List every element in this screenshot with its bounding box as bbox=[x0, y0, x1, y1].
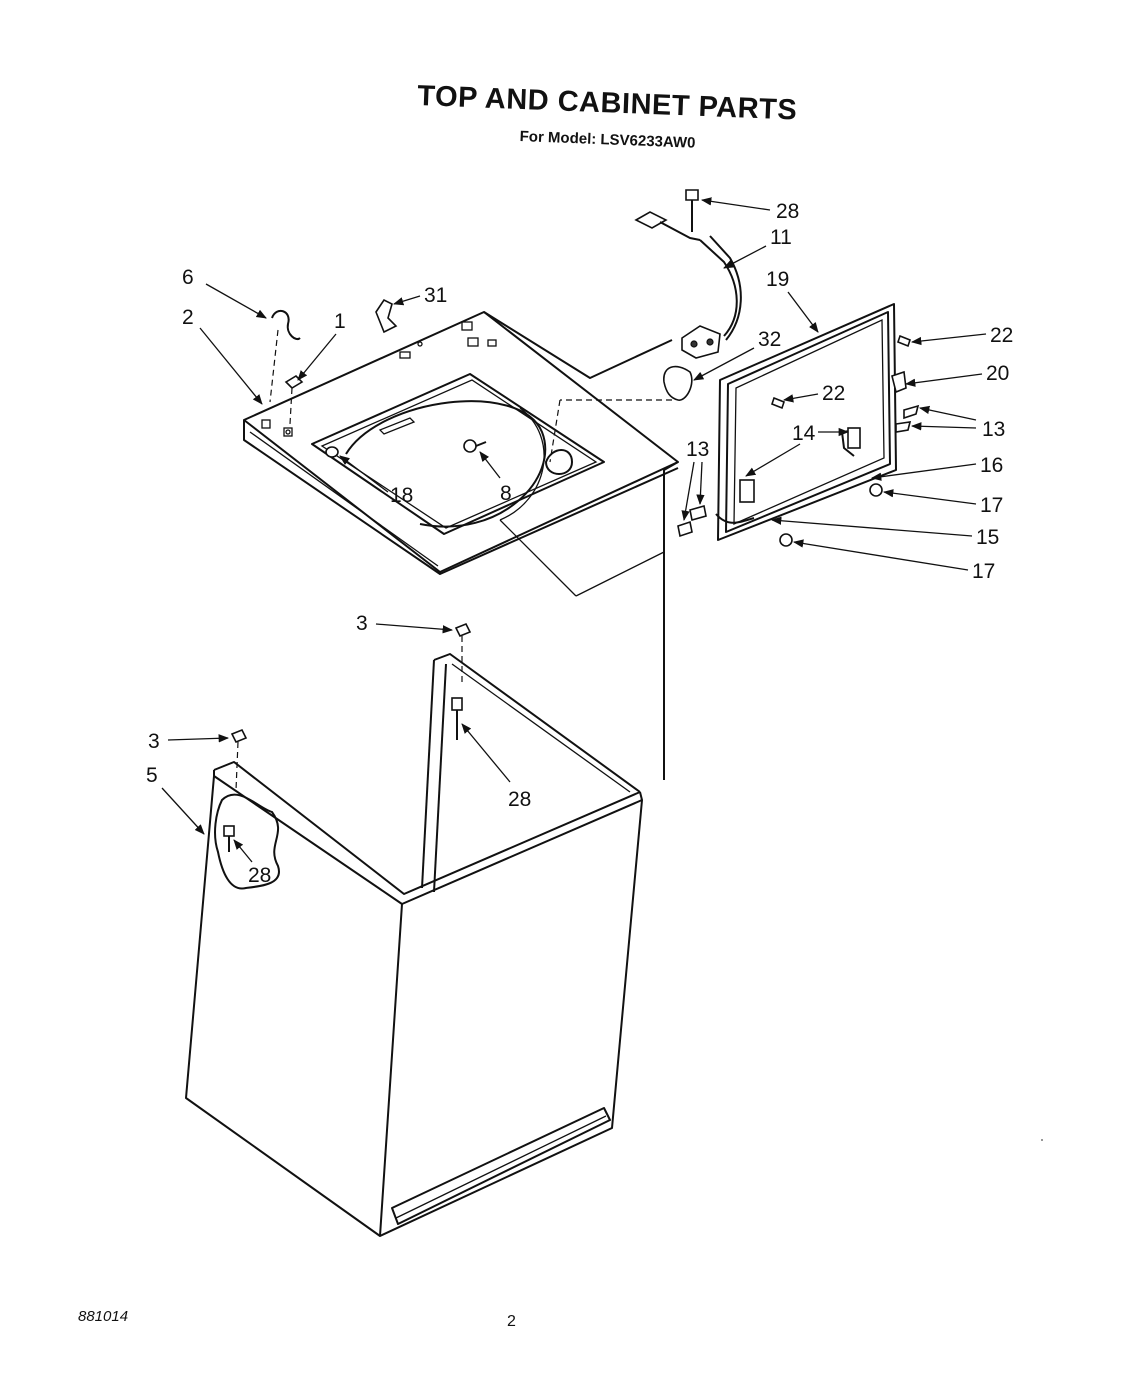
callout-8: 8 bbox=[500, 482, 512, 505]
callout-17: 17 bbox=[972, 560, 995, 583]
callout-2: 2 bbox=[182, 306, 194, 329]
callout-17: 17 bbox=[980, 494, 1003, 517]
callout-32: 32 bbox=[758, 328, 781, 351]
washer-cabinet bbox=[185, 653, 643, 1237]
callout-18: 18 bbox=[390, 484, 413, 507]
callout-16: 16 bbox=[980, 454, 1003, 477]
callout-20: 20 bbox=[986, 362, 1009, 385]
callout-6: 6 bbox=[182, 266, 194, 289]
callout-1: 1 bbox=[334, 310, 346, 333]
callout-28: 28 bbox=[508, 788, 531, 811]
callout-14: 14 bbox=[792, 422, 816, 445]
callout-3: 3 bbox=[148, 730, 160, 753]
callout-31: 31 bbox=[424, 284, 447, 307]
washer-lid bbox=[715, 303, 897, 541]
callout-28: 28 bbox=[248, 864, 271, 887]
callout-28: 28 bbox=[776, 200, 799, 223]
callout-13: 13 bbox=[686, 438, 709, 461]
callout-11: 11 bbox=[770, 226, 792, 249]
diagram-code: 881014 bbox=[78, 1308, 129, 1325]
callout-22: 22 bbox=[822, 382, 845, 405]
callout-15: 15 bbox=[976, 526, 999, 549]
washer-top-panel bbox=[243, 311, 679, 780]
callout-3: 3 bbox=[356, 612, 368, 635]
callouts: 28 11 19 22 20 13 16 17 15 17 22 14 bbox=[146, 197, 1013, 887]
callout-5: 5 bbox=[146, 764, 158, 787]
page-number: 2 bbox=[507, 1313, 516, 1330]
callout-22: 22 bbox=[990, 324, 1013, 347]
lid-switch-harness bbox=[634, 189, 742, 359]
callout-19: 19 bbox=[766, 268, 789, 291]
callout-13: 13 bbox=[982, 418, 1005, 441]
